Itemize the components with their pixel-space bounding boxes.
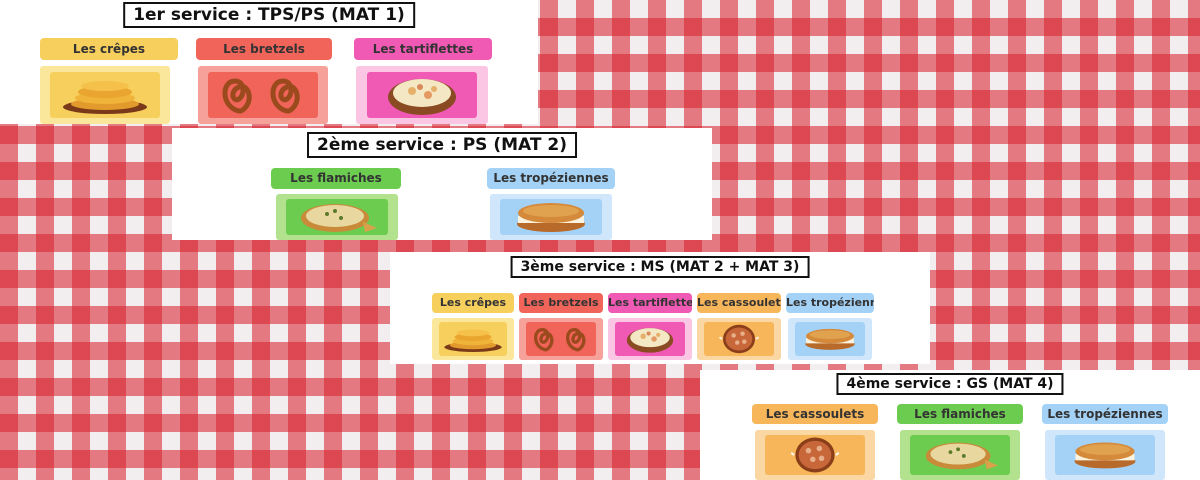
service-1-label-tartiflettes: Les tartiflettes: [354, 38, 492, 60]
service-3-panel: 3ème service : MS (MAT 2 + MAT 3) Les cr…: [390, 252, 930, 364]
service-4-label-cassoulets: Les cassoulets: [752, 404, 878, 424]
service-3-tile-crepes: [432, 318, 514, 360]
service-1-title: 1er service : TPS/PS (MAT 1): [123, 2, 415, 28]
service-3-label-cassoulets: Les cassoulets: [697, 293, 781, 313]
service-3-tile-bretzels: [519, 318, 603, 360]
bretzel-icon: [222, 78, 300, 114]
service-4-label-flamiches: Les flamiches: [897, 404, 1023, 424]
service-3-title: 3ème service : MS (MAT 2 + MAT 3): [510, 256, 810, 278]
service-2-label-flamiches: Les flamiches: [271, 168, 401, 189]
service-3-tile-cassoulets: [697, 318, 781, 360]
service-2-panel: 2ème service : PS (MAT 2) Les flamiches …: [172, 128, 712, 240]
service-1-tile-tartiflettes: [356, 66, 488, 124]
tartiflette-icon: [626, 328, 674, 353]
service-4-tile-tropeziennes: [1045, 430, 1165, 480]
service-1-label-bretzels: Les bretzels: [196, 38, 332, 60]
service-4-title: 4ème service : GS (MAT 4): [836, 373, 1064, 395]
cassoulet-icon: [790, 437, 839, 473]
service-2-label-tropeziennes: Les tropéziennes: [487, 168, 615, 189]
tropezienne-icon: [517, 203, 585, 232]
tartiflette-icon: [388, 78, 456, 115]
service-4-tile-cassoulets: [755, 430, 875, 480]
flamiche-icon: [301, 204, 377, 232]
bretzel-icon: [533, 327, 586, 352]
service-4-panel: 4ème service : GS (MAT 4) Les cassoulets…: [700, 370, 1200, 480]
service-1-tile-crepes: [40, 66, 170, 124]
crepes-icon: [63, 80, 147, 114]
service-4-label-tropeziennes: Les tropéziennes: [1042, 404, 1168, 424]
service-2-tile-flamiches: [276, 194, 398, 240]
service-3-label-tartiflettes: Les tartiflettes: [608, 293, 692, 313]
service-4-tile-flamiches: [900, 430, 1020, 480]
service-3-tile-tropeziennes: [788, 318, 872, 360]
service-1-tile-bretzels: [198, 66, 328, 124]
service-3-label-tropeziennes: Les tropéziennes: [786, 293, 874, 313]
service-3-label-bretzels: Les bretzels: [519, 293, 603, 313]
service-3-tile-tartiflettes: [608, 318, 692, 360]
flamiche-icon: [925, 442, 999, 470]
service-1-label-crepes: Les crêpes: [40, 38, 178, 60]
service-2-title: 2ème service : PS (MAT 2): [307, 132, 577, 158]
crepes-icon: [444, 329, 502, 352]
tropezienne-icon: [1074, 442, 1136, 469]
service-3-label-crepes: Les crêpes: [432, 293, 514, 313]
cassoulet-icon: [718, 324, 759, 354]
service-2-tile-tropeziennes: [490, 194, 612, 240]
service-1-panel: 1er service : TPS/PS (MAT 1) Les crêpes …: [0, 0, 538, 124]
tropezienne-icon: [805, 328, 855, 350]
